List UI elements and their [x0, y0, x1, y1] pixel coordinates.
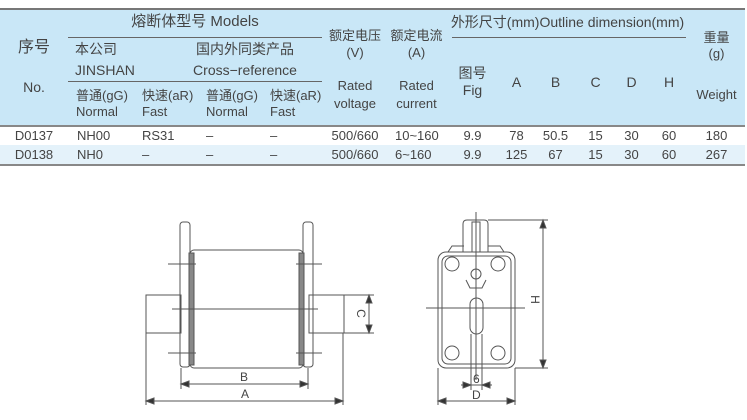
table-cell: D0137: [14, 128, 54, 143]
table-cell: 6~160: [395, 147, 432, 162]
header-normal2-en: Normal: [206, 104, 248, 119]
header-cross-cn: 国内外同类产品: [196, 41, 294, 57]
header-fast2-cn: 快速(aR): [270, 88, 322, 103]
header-voltage-unit: (V): [346, 45, 364, 60]
header-b: B: [550, 74, 561, 90]
header-current-unit: (A): [407, 45, 426, 60]
header-divider: [68, 37, 322, 38]
header-normal1-cn: 普通(gG): [76, 88, 129, 103]
table-cell: 30: [624, 147, 639, 162]
table-cell: 78: [509, 128, 524, 143]
table-cell: –: [270, 128, 278, 143]
header-models: 熔断体型号 Models: [131, 13, 259, 30]
table-cell: –: [206, 147, 214, 162]
table-cell: 267: [705, 147, 728, 162]
header-a: A: [511, 74, 522, 90]
dim-label-6: 6: [473, 372, 480, 386]
dim-label-a: A: [241, 387, 250, 401]
header-fast2-en: Fast: [270, 104, 296, 119]
header-cross-en: Cross−reference: [193, 62, 297, 78]
table-cell: 50.5: [542, 128, 569, 143]
header-no-en: No.: [23, 79, 45, 95]
header-divider: [68, 81, 322, 82]
table-cell: 15: [588, 128, 603, 143]
header-weight-en: Weight: [696, 87, 737, 102]
header-outline: 外形尺寸(mm)Outline dimension(mm): [450, 14, 685, 30]
table-cell: 9.9: [463, 147, 482, 162]
table-cell: 30: [624, 128, 639, 143]
header-jinshan-cn: 本公司: [75, 41, 117, 57]
header-normal1-en: Normal: [76, 104, 118, 119]
table-header: [0, 8, 745, 127]
table-cell: 67: [548, 147, 563, 162]
header-voltage-en1: Rated: [337, 78, 373, 93]
header-fig-cn: 图号: [458, 65, 487, 81]
table-cell: –: [206, 128, 214, 143]
header-h: H: [663, 74, 675, 90]
header-current-en2: current: [396, 96, 437, 111]
table-cell: RS31: [142, 128, 175, 143]
table-cell: NH00: [77, 128, 111, 143]
dim-label-c: C: [353, 309, 368, 318]
header-voltage-en2: voltage: [334, 96, 376, 111]
header-fast1-en: Fast: [142, 104, 168, 119]
table-cell: 15: [588, 147, 603, 162]
header-voltage-cn: 额定电压: [328, 28, 381, 43]
table-cell: D0138: [14, 147, 54, 162]
header-c: C: [590, 74, 601, 90]
dim-label-h: H: [527, 295, 542, 304]
table-cell: 60: [661, 128, 677, 143]
header-normal2-cn: 普通(gG): [206, 88, 259, 103]
header-no-cn: 序号: [17, 39, 50, 56]
table-cell: –: [270, 147, 278, 162]
header-fast1-cn: 快速(aR): [142, 88, 194, 103]
header-weight-cn: 重量: [703, 30, 730, 45]
table-cell: 500/660: [331, 128, 379, 143]
table-cell: 500/660: [331, 147, 379, 162]
header-fig-en: Fig: [462, 82, 483, 98]
header-weight-unit: (g): [708, 46, 725, 61]
header-current-en1: Rated: [399, 78, 434, 93]
front-view-drawing: [426, 212, 548, 405]
header-d: D: [626, 74, 637, 90]
table-cell: 180: [705, 128, 728, 143]
table-row: [0, 145, 745, 166]
table-cell: 60: [661, 147, 677, 162]
dim-label-b: B: [240, 370, 249, 384]
side-view-drawing: [144, 221, 374, 405]
dim-label-d: D: [472, 388, 481, 402]
table-cell: 9.9: [463, 128, 482, 143]
table-cell: NH0: [77, 147, 104, 162]
table-cell: 125: [505, 147, 528, 162]
table-cell: 10~160: [395, 128, 439, 143]
header-jinshan-en: JINSHAN: [75, 62, 135, 78]
header-current-cn: 额定电流: [390, 28, 443, 43]
table-cell: –: [142, 147, 150, 162]
header-divider: [452, 37, 686, 38]
table-row: [0, 125, 745, 146]
